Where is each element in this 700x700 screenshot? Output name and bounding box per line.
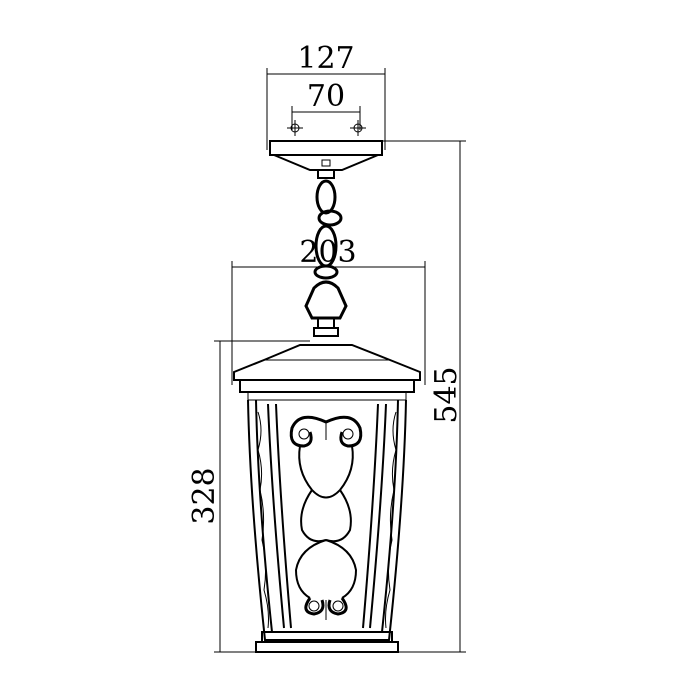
dimension-canopy-width: 127 [266, 41, 386, 150]
lantern-roof [233, 344, 421, 401]
dimension-lantern-height: 328 [187, 340, 310, 653]
lantern-base [255, 631, 399, 653]
lantern-width-label: 203 [299, 235, 356, 270]
overall-height-label: 545 [429, 366, 464, 423]
chain [304, 179, 348, 337]
dimension-mount-spacing: 70 [287, 79, 366, 136]
lantern-body [247, 399, 407, 641]
dimension-lantern-width: 203 [231, 235, 426, 385]
dimension-overall-height: 545 [382, 140, 466, 653]
canopy [269, 140, 383, 179]
lantern-height-label: 328 [187, 467, 222, 524]
canopy-width-label: 127 [297, 41, 354, 76]
mount-spacing-label: 70 [307, 79, 345, 114]
